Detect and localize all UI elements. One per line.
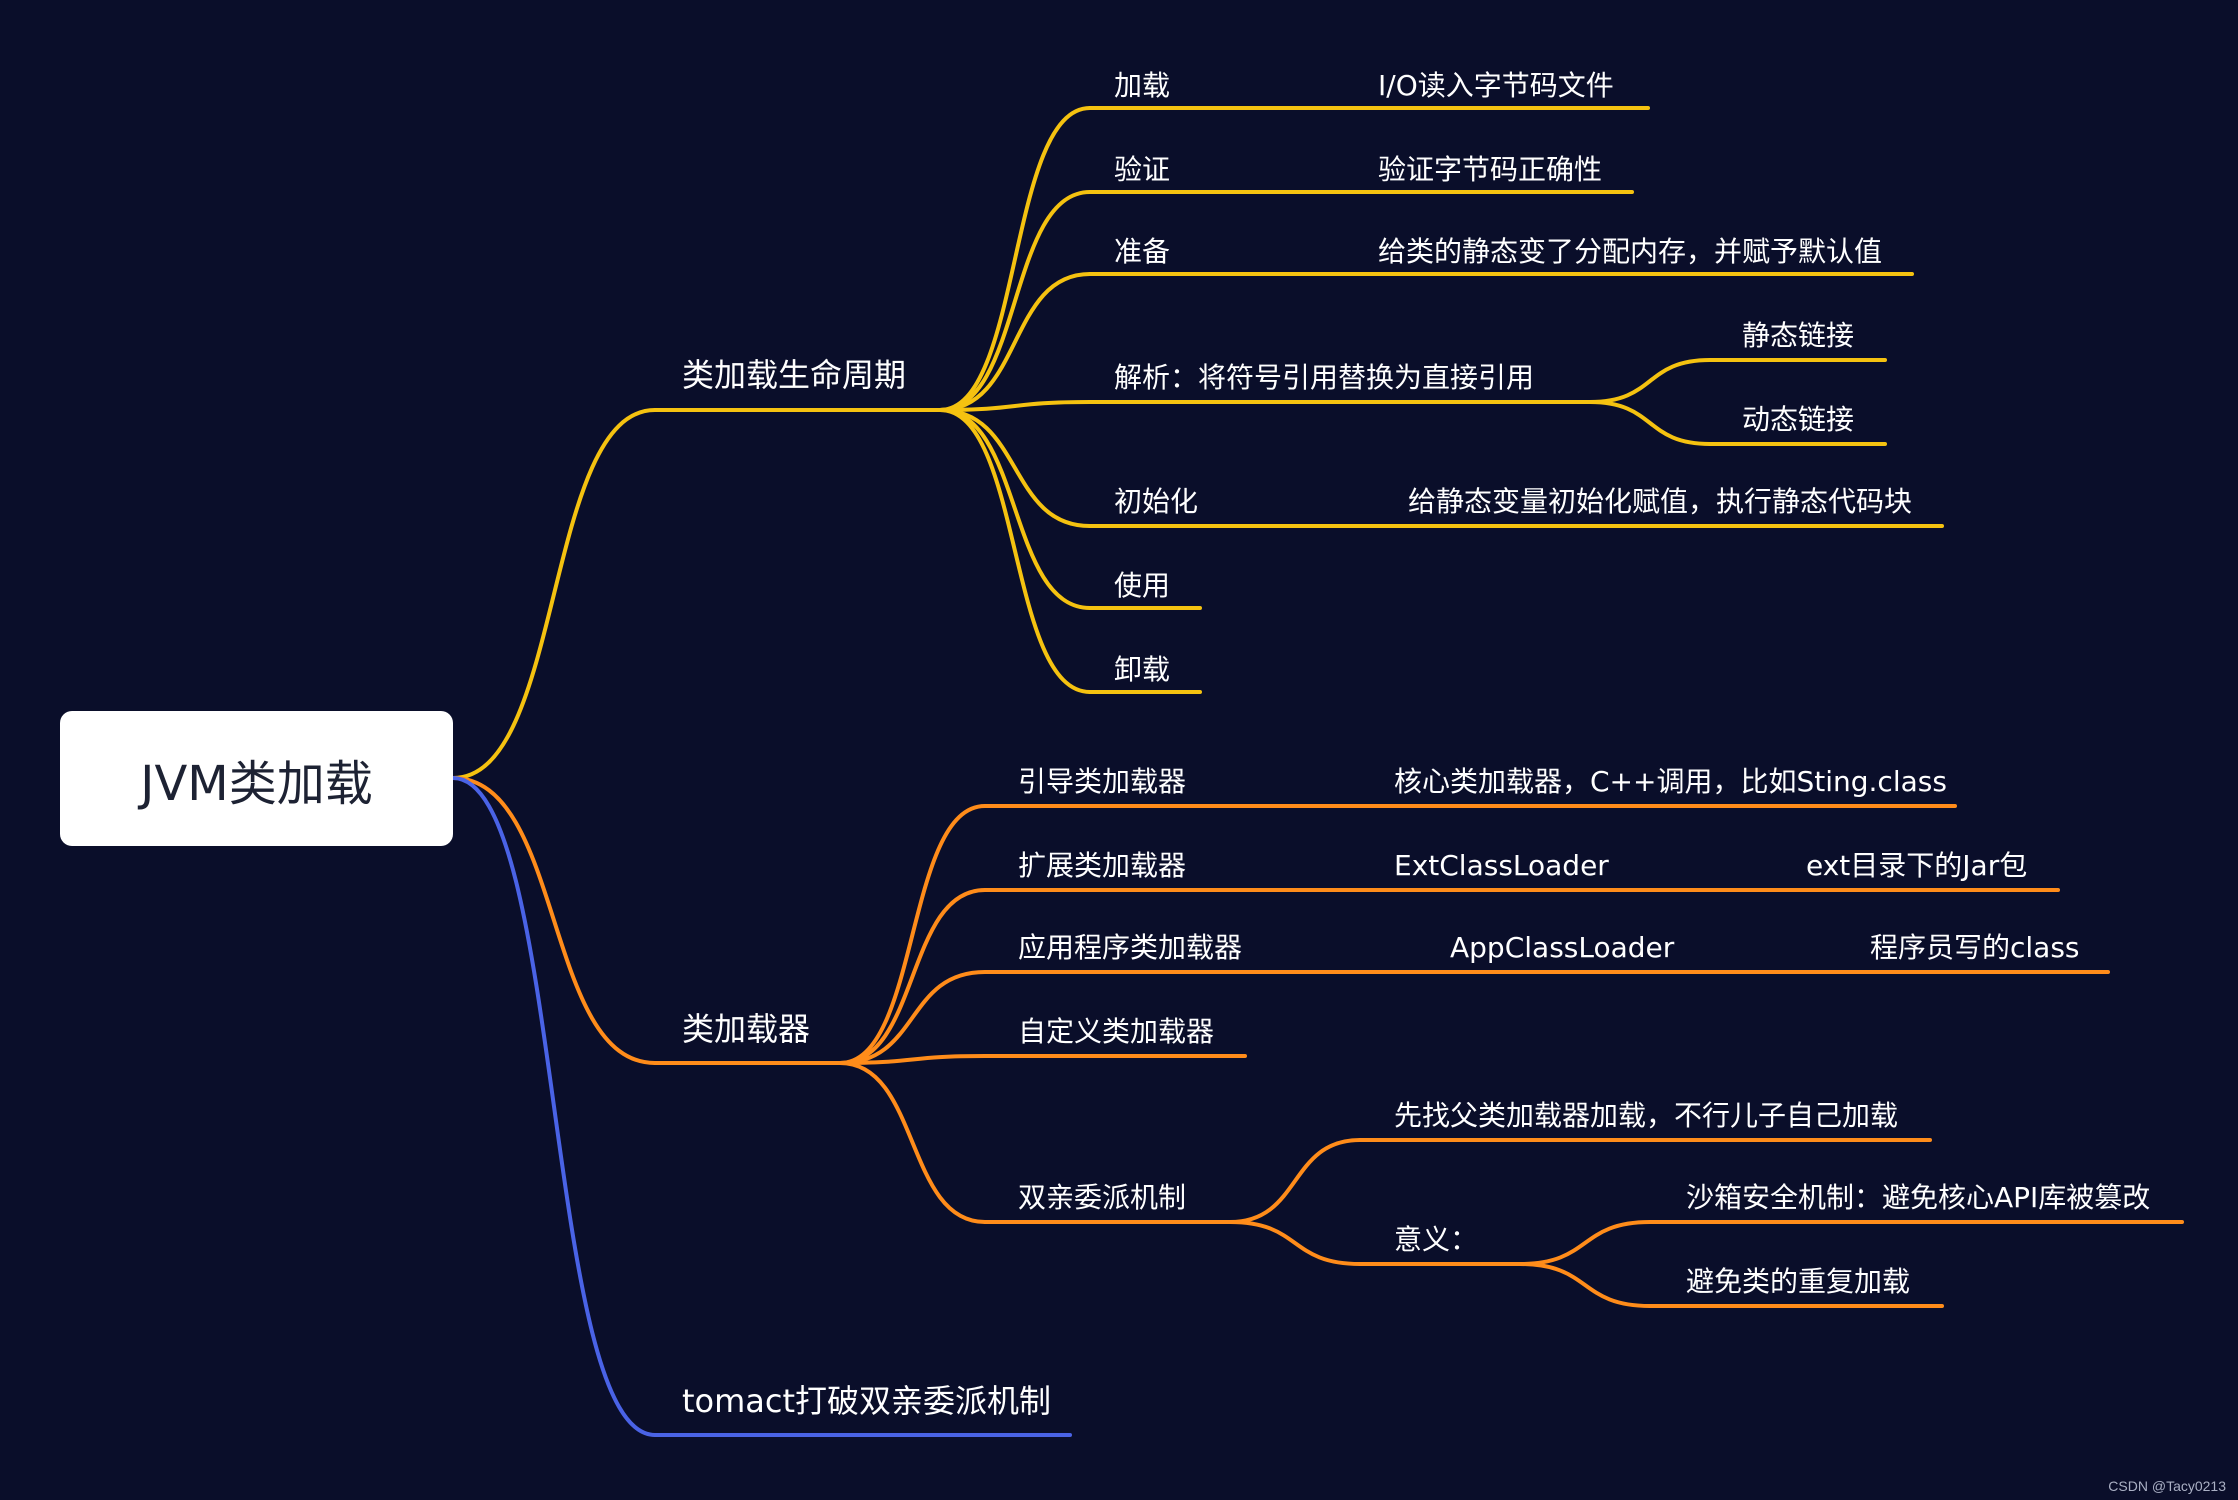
verification-node[interactable]: 验证 (1114, 153, 1171, 186)
class-loader-node[interactable]: 类加载器 (682, 1010, 811, 1048)
custom-loader-node[interactable]: 自定义类加载器 (1018, 1015, 1215, 1048)
unloading-node[interactable]: 卸载 (1114, 653, 1171, 686)
loading-detail[interactable]: I/O读入字节码文件 (1378, 69, 1614, 102)
extension-loader-detail[interactable]: ext目录下的Jar包 (1806, 849, 2028, 882)
delegation-node[interactable]: 双亲委派机制 (1018, 1181, 1187, 1214)
loading-node[interactable]: 加载 (1114, 69, 1171, 102)
dynamic-link-branch (1588, 400, 1712, 446)
verification-detail[interactable]: 验证字节码正确性 (1378, 153, 1603, 186)
application-loader-node[interactable]: 应用程序类加载器 (1018, 931, 1243, 964)
initialization-detail[interactable]: 给静态变量初始化赋值，执行静态代码块 (1408, 485, 1913, 518)
delegation-rule-node[interactable]: 先找父类加载器加载，不行儿子自己加载 (1394, 1099, 1899, 1132)
bootstrap-loader-node[interactable]: 引导类加载器 (1018, 765, 1187, 798)
lifecycle-branch (451, 408, 657, 780)
tomcat-branch (451, 776, 657, 1437)
meaning-node[interactable]: 意义： (1394, 1223, 1479, 1256)
sandbox-branch (1518, 1220, 1652, 1266)
root-label: JVM类加载 (140, 755, 373, 812)
no-duplicate-branch (1518, 1262, 1652, 1308)
preparation-node[interactable]: 准备 (1114, 235, 1171, 268)
static-link-branch (1588, 358, 1712, 404)
preparation-branch (938, 272, 1092, 412)
application-branch (838, 970, 987, 1065)
custom-branch (838, 1054, 987, 1065)
bootstrap-loader-detail[interactable]: 核心类加载器，C++调用，比如Sting.class (1394, 765, 1947, 798)
rule-branch (1228, 1138, 1362, 1224)
initialization-node[interactable]: 初始化 (1114, 485, 1199, 518)
resolution-branch (938, 400, 1092, 412)
meaning-branch (1228, 1220, 1362, 1266)
verification-branch (938, 190, 1092, 412)
application-loader-detail[interactable]: 程序员写的class (1870, 931, 2080, 964)
resolution-node[interactable]: 解析：将符号引用替换为直接引用 (1114, 361, 1535, 394)
watermark: CSDN @Tacy0213 (2108, 1478, 2226, 1494)
preparation-detail[interactable]: 给类的静态变了分配内存，并赋予默认值 (1378, 235, 1883, 268)
using-branch (938, 408, 1092, 610)
loader-branch (451, 776, 657, 1065)
unloading-branch (938, 408, 1092, 694)
root-node[interactable]: JVM类加载 (60, 711, 453, 846)
extension-branch (838, 888, 987, 1065)
avoid-duplicate-node[interactable]: 避免类的重复加载 (1686, 1265, 1911, 1298)
extension-loader-node[interactable]: 扩展类加载器 (1018, 849, 1187, 882)
extension-loader-class[interactable]: ExtClassLoader (1394, 849, 1609, 882)
tomcat-node[interactable]: tomact打破双亲委派机制 (682, 1382, 1052, 1420)
using-node[interactable]: 使用 (1114, 569, 1171, 602)
delegation-branch (838, 1061, 987, 1224)
lifecycle-node[interactable]: 类加载生命周期 (682, 356, 907, 394)
sandbox-security-node[interactable]: 沙箱安全机制：避免核心API库被篡改 (1686, 1181, 2151, 1214)
loading-branch (938, 106, 1092, 412)
bootstrap-branch (838, 804, 987, 1065)
initialization-branch (938, 408, 1092, 528)
static-link-node[interactable]: 静态链接 (1742, 319, 1855, 352)
application-loader-class[interactable]: AppClassLoader (1450, 931, 1675, 964)
dynamic-link-node[interactable]: 动态链接 (1742, 403, 1855, 436)
